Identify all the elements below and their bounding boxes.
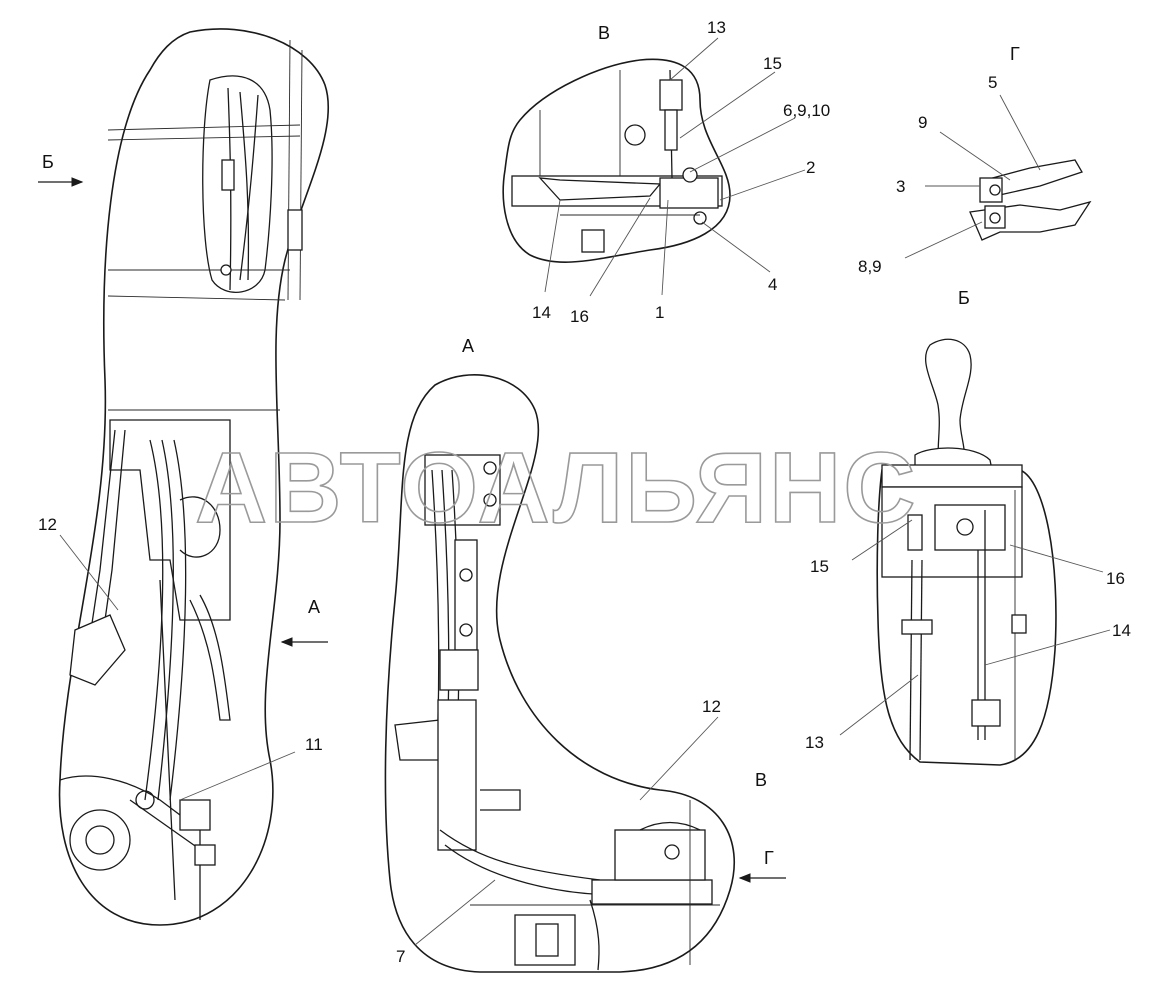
callout-6-9-10: 6,9,10 [783,101,830,120]
arrow-b-left [38,177,84,187]
callout-3: 3 [896,177,905,196]
callout-9: 9 [918,113,927,132]
arrow-g-bottom [738,873,786,883]
view-letters: Б А А В Г Б В Г [42,23,1020,868]
callout-8-9: 8,9 [858,257,882,276]
arrow-a-left [280,637,328,647]
view-g-detail [969,159,1092,241]
callout-13-top: 13 [707,18,726,37]
callout-12-left: 12 [38,515,57,534]
view-letter-g-top: Г [1010,44,1020,64]
callout-16-top: 16 [570,307,589,326]
leader-lines [59,37,1111,946]
left-view-outline [58,28,330,926]
callout-1: 1 [655,303,664,322]
callout-13-right: 13 [805,733,824,752]
view-letter-a-arrow: А [308,597,320,617]
callout-12-mid: 12 [702,697,721,716]
callout-7: 7 [396,947,405,966]
callout-numbers: 13 15 6,9,10 2 4 14 16 1 5 9 3 8,9 12 11… [38,18,1131,966]
view-letter-v-bottom: В [755,770,767,790]
view-a-detail [384,374,735,973]
view-letter-g-bottom: Г [764,848,774,868]
callout-2: 2 [806,158,815,177]
right-lever-view [876,338,1057,766]
callout-15-right: 15 [810,557,829,576]
view-arrows [38,177,786,883]
view-letter-a-top: А [462,336,474,356]
callout-11: 11 [305,735,323,754]
callout-4: 4 [768,275,777,294]
watermark-text: АВТОАЛЬЯНС [195,432,918,544]
left-detail-view [58,28,330,926]
callout-16-right: 16 [1106,569,1125,588]
callout-5: 5 [988,73,997,92]
callout-14-right: 14 [1112,621,1131,640]
view-v-detail [502,58,731,263]
view-letter-v-top: В [598,23,610,43]
view-letter-b-left: Б [42,152,54,172]
view-v-outline [502,58,731,263]
callout-14-top: 14 [532,303,551,322]
view-letter-b-bottom: Б [958,288,970,308]
callout-15-top: 15 [763,54,782,73]
